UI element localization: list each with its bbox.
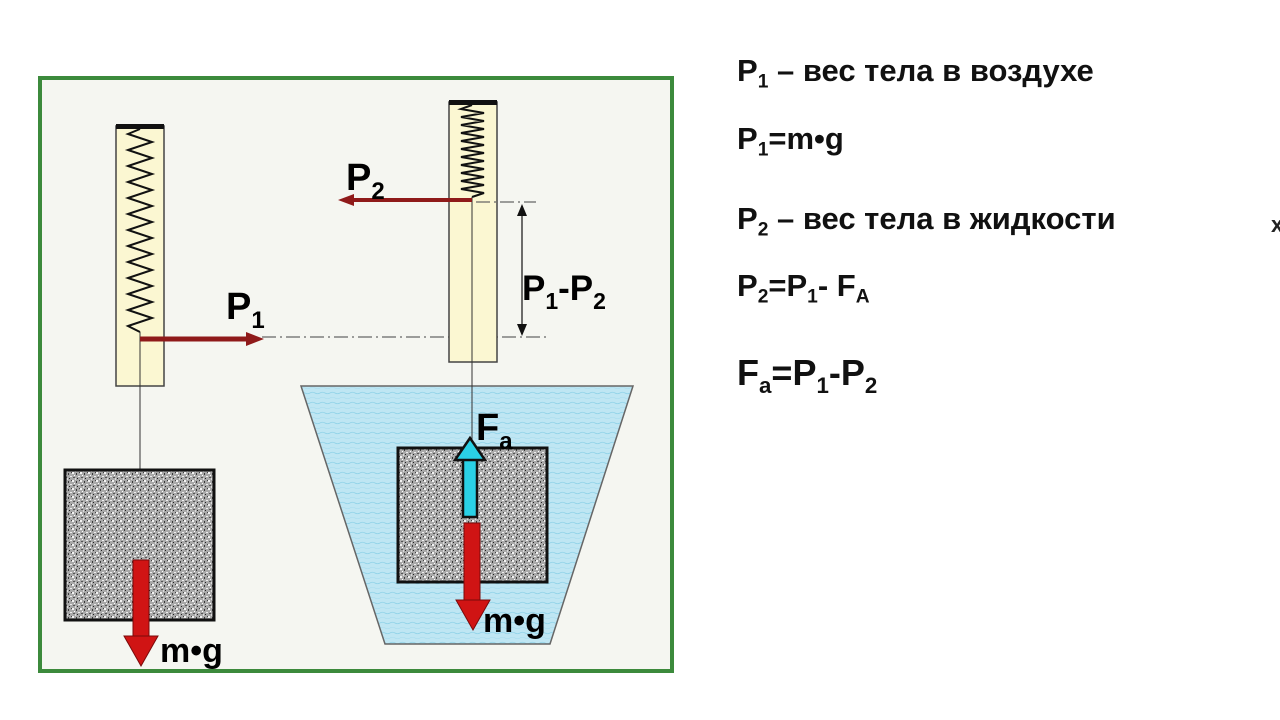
right-dynamometer — [448, 100, 498, 363]
buoyancy-arrow-icon — [452, 435, 488, 519]
left-mg-label: m•g — [160, 632, 223, 670]
archimedes-diagram: P1 m•g P2 P1-P2 Fa m•g — [38, 76, 674, 673]
p1-label: P1 — [226, 286, 265, 334]
right-mg-label: m•g — [483, 602, 546, 640]
spring-icon — [124, 128, 156, 333]
formula-p2-definition: P2 – вес тела в жидкости — [737, 201, 1116, 241]
edge-mark: x — [1271, 212, 1280, 237]
p2-label: P2 — [346, 157, 385, 205]
difference-label: P1-P2 — [522, 269, 606, 314]
fa-label: Fa — [476, 407, 513, 455]
formula-p1-equation: P1=m•g — [737, 121, 844, 161]
p1-arrow-icon — [140, 332, 264, 346]
right-weight-arrow-icon — [455, 522, 491, 632]
left-weight-arrow-icon — [123, 559, 159, 668]
spring-icon — [457, 104, 485, 198]
p2-arrow-icon — [338, 194, 472, 206]
formula-p2-equation: P2=P1- FA — [737, 268, 870, 308]
difference-dimension-arrow-icon — [517, 204, 527, 336]
formula-buoyancy: Fa=P1-P2 — [737, 352, 878, 398]
formula-p1-definition: P1 – вес тела в воздухе — [737, 53, 1094, 93]
